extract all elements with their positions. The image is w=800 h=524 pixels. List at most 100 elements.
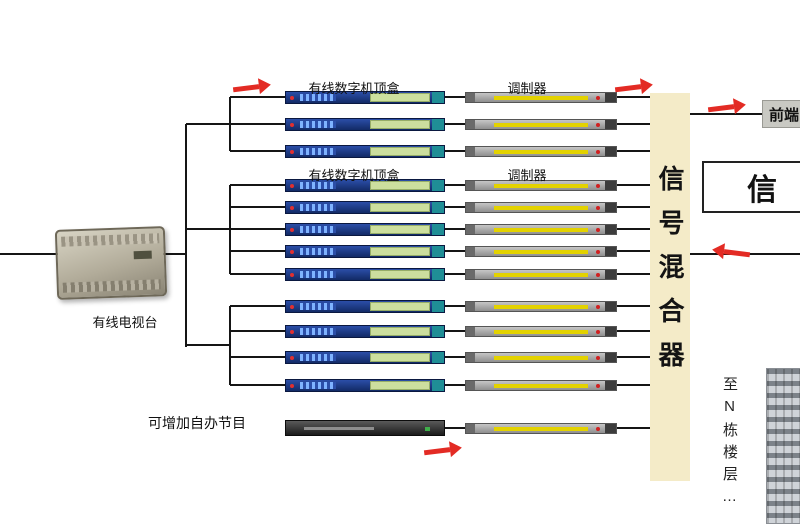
- arrow-bar: [723, 249, 751, 258]
- modulator-left-end: [466, 181, 475, 190]
- arrow-head: [257, 76, 272, 95]
- stb-group1-label: 有线数字机顶盒: [308, 81, 400, 96]
- stb-panel: [370, 327, 430, 336]
- modulator-stripe: [494, 384, 588, 388]
- set-top-box-device: [285, 351, 445, 364]
- modulator-left-end: [466, 353, 475, 362]
- modulator-right-end: [605, 270, 616, 279]
- building-photo: [766, 368, 800, 524]
- stb-panel: [370, 181, 430, 190]
- self-program-player-device: [285, 420, 445, 436]
- station-label: 有线电视台: [92, 315, 158, 330]
- stb-cap: [432, 202, 444, 213]
- modulator-device: [465, 326, 617, 337]
- modulator-led: [596, 228, 600, 232]
- stb-cap: [432, 326, 444, 337]
- stb-cap: [432, 301, 444, 312]
- flow-arrow-right-icon: [423, 439, 463, 461]
- stb-cap: [432, 380, 444, 391]
- frontend-box: 前端: [762, 100, 800, 128]
- modulator-stripe: [494, 330, 588, 334]
- modulator-left-end: [466, 120, 475, 129]
- stb-display: [300, 303, 336, 310]
- stb-display: [300, 148, 336, 155]
- stb-power-led: [290, 305, 294, 309]
- arrow-bar: [423, 447, 451, 456]
- modulator-stripe: [494, 96, 588, 100]
- set-top-box-device: [285, 201, 445, 214]
- modulator-right-end: [605, 147, 616, 156]
- arrow-bar: [707, 104, 735, 113]
- modulator-to-mixer-line: [617, 96, 650, 98]
- modulator-to-mixer-line: [617, 150, 650, 152]
- modulator-right-end: [605, 203, 616, 212]
- player-led: [425, 427, 430, 431]
- stb-cap: [432, 224, 444, 235]
- player-to-modulator-line: [445, 427, 465, 429]
- row-stub-line: [230, 206, 286, 208]
- set-top-box-device: [285, 179, 445, 192]
- stb-display: [300, 328, 336, 335]
- trunk-line: [185, 124, 187, 347]
- stb-cap: [432, 352, 444, 363]
- modulator-right-end: [605, 225, 616, 234]
- modulator-left-end: [466, 147, 475, 156]
- frontend-label: 前端: [769, 106, 800, 124]
- modulator-to-mixer-line: [617, 330, 650, 332]
- row-stub-line: [230, 150, 286, 152]
- modulator-device: [465, 180, 617, 191]
- modulator-left-end: [466, 327, 475, 336]
- splitter-line: [229, 306, 231, 385]
- modulator-device: [465, 92, 617, 103]
- modulator-stripe: [494, 206, 588, 210]
- stb-panel: [370, 270, 430, 279]
- input-feed-line: [0, 253, 60, 255]
- modulator-left-end: [466, 270, 475, 279]
- modulator-left-end: [466, 302, 475, 311]
- set-top-box-device: [285, 91, 445, 104]
- stb-power-led: [290, 250, 294, 254]
- station-nameplate: [133, 250, 152, 260]
- stb-to-modulator-line: [445, 250, 465, 252]
- modulator-right-end: [605, 424, 616, 433]
- arrow-bar: [614, 84, 642, 93]
- row-stub-line: [230, 356, 286, 358]
- modulator-right-end: [605, 181, 616, 190]
- row-stub-line: [230, 273, 286, 275]
- modulator-to-mixer-line: [617, 427, 650, 429]
- stb-panel: [370, 225, 430, 234]
- modulator-led: [596, 384, 600, 388]
- arrow-bar: [232, 84, 260, 93]
- stb-power-led: [290, 228, 294, 232]
- modulator-device: [465, 423, 617, 434]
- modulator-right-end: [605, 381, 616, 390]
- arrow-head: [732, 96, 747, 115]
- modulator-led: [596, 206, 600, 210]
- modulator-stripe: [494, 228, 588, 232]
- modulator-device: [465, 269, 617, 280]
- modulator-left-end: [466, 247, 475, 256]
- to-floors-label: 至N栋楼层…: [721, 376, 738, 512]
- modulator-led: [596, 305, 600, 309]
- modulator-right-end: [605, 327, 616, 336]
- stb-group2-label: 有线数字机顶盒: [308, 168, 400, 183]
- modulator-to-mixer-line: [617, 228, 650, 230]
- modulator-device: [465, 380, 617, 391]
- stb-display: [300, 204, 336, 211]
- row-stub-line: [230, 330, 286, 332]
- set-top-box-device: [285, 223, 445, 236]
- arrow-head: [711, 241, 726, 260]
- modulator-left-end: [466, 93, 475, 102]
- modulator-to-mixer-line: [617, 123, 650, 125]
- stb-panel: [370, 120, 430, 129]
- signal-mixer-label: 信号混合器: [655, 165, 685, 385]
- modulator-right-end: [605, 120, 616, 129]
- modulator-right-end: [605, 302, 616, 311]
- flow-arrow-right-icon: [614, 76, 654, 98]
- row-stub-line: [230, 305, 286, 307]
- stb-panel: [370, 93, 430, 102]
- modulator-stripe: [494, 356, 588, 360]
- stb-to-modulator-line: [445, 356, 465, 358]
- stb-to-modulator-line: [445, 123, 465, 125]
- stb-cap: [432, 146, 444, 157]
